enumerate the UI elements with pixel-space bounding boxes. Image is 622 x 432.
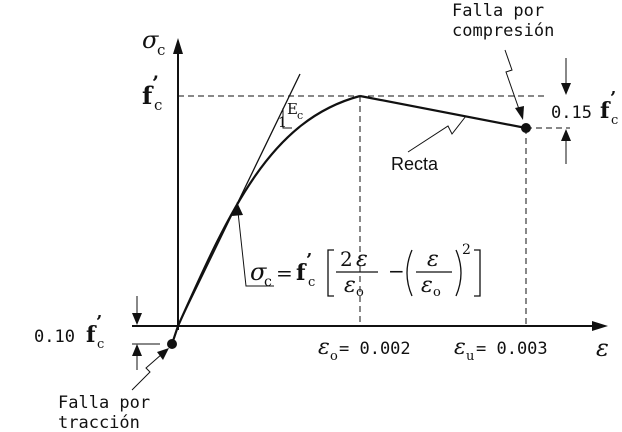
fc-tick-prime: ’: [152, 71, 159, 95]
equation-leader-arrowhead: [232, 202, 243, 216]
eq-den2-eps: ε: [421, 273, 433, 298]
ec-label: E: [287, 100, 298, 118]
eq-fc-prime: ’: [306, 250, 312, 271]
equation-leader: [237, 211, 274, 287]
eq-fc-sub: c: [308, 275, 315, 290]
factor-010-label: 0.10: [34, 327, 75, 347]
equation-right-bracket: [474, 249, 481, 297]
paren-left: [406, 249, 413, 297]
stress-strain-parabola: [176, 94, 361, 327]
factor-010-fc-prime: ’: [96, 312, 102, 333]
eq-den-eps: ε: [344, 273, 356, 298]
eq-square: 2: [462, 242, 471, 258]
eps-o-tick-value: = 0.002: [339, 339, 411, 359]
compression-failure-label-1: Falla por: [452, 1, 544, 21]
eq-lhs-sigma: σ: [250, 258, 267, 286]
eq-equals: =: [276, 261, 293, 285]
ec-label-sub: c: [297, 109, 303, 122]
fc-tick-sub: c: [154, 96, 162, 114]
compression-failure-label-2: compresión: [452, 21, 554, 41]
tension-failure-point: [167, 339, 177, 349]
factor-010-fc-sub: c: [97, 337, 104, 352]
eps-u-tick-eps: ε: [454, 335, 466, 360]
eq-num-eps: ε: [356, 247, 368, 272]
eq-lhs-sub: c: [264, 274, 272, 290]
eq-fc: f: [296, 260, 307, 286]
eq-den-sub: o: [356, 285, 364, 300]
dim-010-top-arrow: [132, 313, 142, 325]
factor-015-label: 0.15: [551, 103, 592, 123]
recta-leader: [407, 115, 467, 153]
eq-den2-sub: o: [433, 285, 441, 300]
factor-015-fc: f: [600, 98, 611, 124]
compression-failure-leader: [504, 49, 521, 113]
recta-label: Recta: [391, 154, 439, 174]
tension-leader-arrowhead: [157, 348, 169, 360]
tension-failure-label-2: tracción: [58, 413, 140, 432]
compression-failure-point: [521, 123, 531, 133]
eps-u-tick-sub: u: [466, 349, 474, 364]
x-axis-label: ε: [596, 334, 609, 362]
factor-015-fc-prime: ’: [610, 88, 616, 109]
eps-o-tick-sub: o: [330, 349, 338, 364]
y-axis-arrow: [173, 38, 183, 54]
eq-minus: −: [388, 259, 405, 283]
y-axis-label-sub: c: [157, 41, 165, 59]
eps-u-tick-value: = 0.003: [476, 339, 548, 359]
eq-num2-eps: ε: [427, 247, 439, 272]
equation-left-bracket: [327, 249, 334, 297]
tension-failure-leader: [131, 353, 163, 391]
eq-num-two: 2: [340, 247, 353, 271]
factor-015-fc-sub: c: [611, 113, 618, 128]
tangent-ec-line: [177, 73, 301, 327]
dim-015-bottom-arrow: [561, 129, 571, 141]
x-axis-arrow: [592, 321, 608, 331]
factor-010-fc: f: [86, 322, 97, 348]
paren-right: [455, 249, 462, 297]
dim-015-top-arrow: [561, 83, 571, 95]
y-axis-label: σ: [142, 26, 159, 54]
fc-tick-label: f: [142, 81, 154, 110]
ec-slope-one: 1: [278, 115, 287, 131]
descending-branch: [359, 94, 527, 130]
compression-leader-arrowhead: [515, 106, 524, 120]
dim-010-bottom-arrow: [132, 344, 142, 356]
ec-slope-triangle: [282, 108, 292, 129]
eps-o-tick-eps: ε: [318, 335, 330, 360]
tension-failure-label-1: Falla por: [58, 393, 150, 413]
